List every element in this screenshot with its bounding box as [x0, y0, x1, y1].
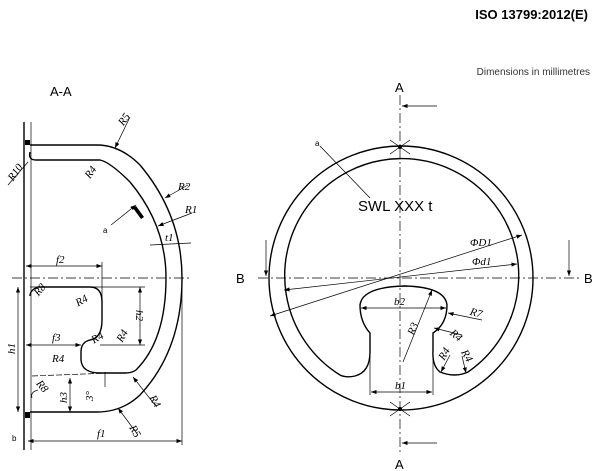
dim-f3: f3 [52, 332, 61, 344]
dim-angle: 3° [84, 391, 96, 403]
ring-outer-profile [30, 144, 183, 413]
dim-t1: t1 [165, 232, 174, 244]
ring-inner-profile [28, 151, 167, 374]
dim-r1: R1 [184, 204, 197, 216]
note-b: b [12, 434, 17, 443]
dim-r10: R10 [5, 161, 26, 184]
dim-h2: h2 [133, 310, 145, 322]
note-a: a [103, 226, 108, 235]
section-mark-a-top: A [395, 80, 404, 95]
dim-inner-diameter: Φd1 [472, 256, 491, 268]
dim-b1: b1 [395, 380, 406, 392]
dim-r4-c: R4 [88, 330, 106, 347]
dim-r8-top: R8 [31, 281, 49, 299]
section-mark-a-bottom: A [395, 457, 404, 471]
units-note: Dimensions in millimetres [476, 67, 590, 78]
ring-inner-profile [284, 157, 520, 378]
dim-r4-b: R4 [436, 345, 453, 363]
section-mark-b-right: B [584, 271, 593, 286]
section-dimension-labels: R5 R10 R4 R2 R1 t1 a f2 R8 R4 h2 R4 R4 f… [5, 111, 197, 443]
dim-r4-a: R4 [73, 292, 91, 309]
dim-r5-bottom: R5 [126, 422, 143, 440]
swl-marking: SWL XXX t [358, 198, 433, 215]
dim-r4-c: R4 [458, 347, 475, 365]
dim-r7: R7 [468, 306, 484, 321]
dim-r4-a: R4 [447, 327, 465, 345]
dim-r2: R2 [177, 181, 191, 193]
dim-b2: b2 [394, 296, 406, 308]
dim-r8-bottom: R8 [33, 377, 51, 395]
section-title: A-A [50, 84, 72, 99]
dim-h1: h1 [6, 343, 18, 354]
dim-f1: f1 [97, 428, 106, 440]
dim-outer-diameter: ΦD1 [470, 237, 492, 249]
dim-r5-top: R5 [115, 111, 133, 129]
dim-r4-e: R4 [146, 392, 163, 410]
standard-header: ISO 13799:2012(E) [475, 7, 588, 22]
dim-r4-d: R4 [51, 353, 65, 365]
dim-f2: f2 [56, 254, 65, 266]
dim-r4-b: R4 [114, 327, 131, 345]
dim-r3: R3 [405, 321, 421, 338]
plan-view: A A B B a SWL XXX t ΦD1 Φd1 b2 R7 R3 R4 … [236, 80, 593, 471]
note-a: a [315, 139, 320, 148]
section-view-a-a: A-A R5 R10 [5, 84, 197, 450]
section-mark-b-left: B [236, 271, 245, 286]
dim-h3: h3 [58, 392, 70, 404]
dim-r4-top: R4 [82, 164, 100, 182]
